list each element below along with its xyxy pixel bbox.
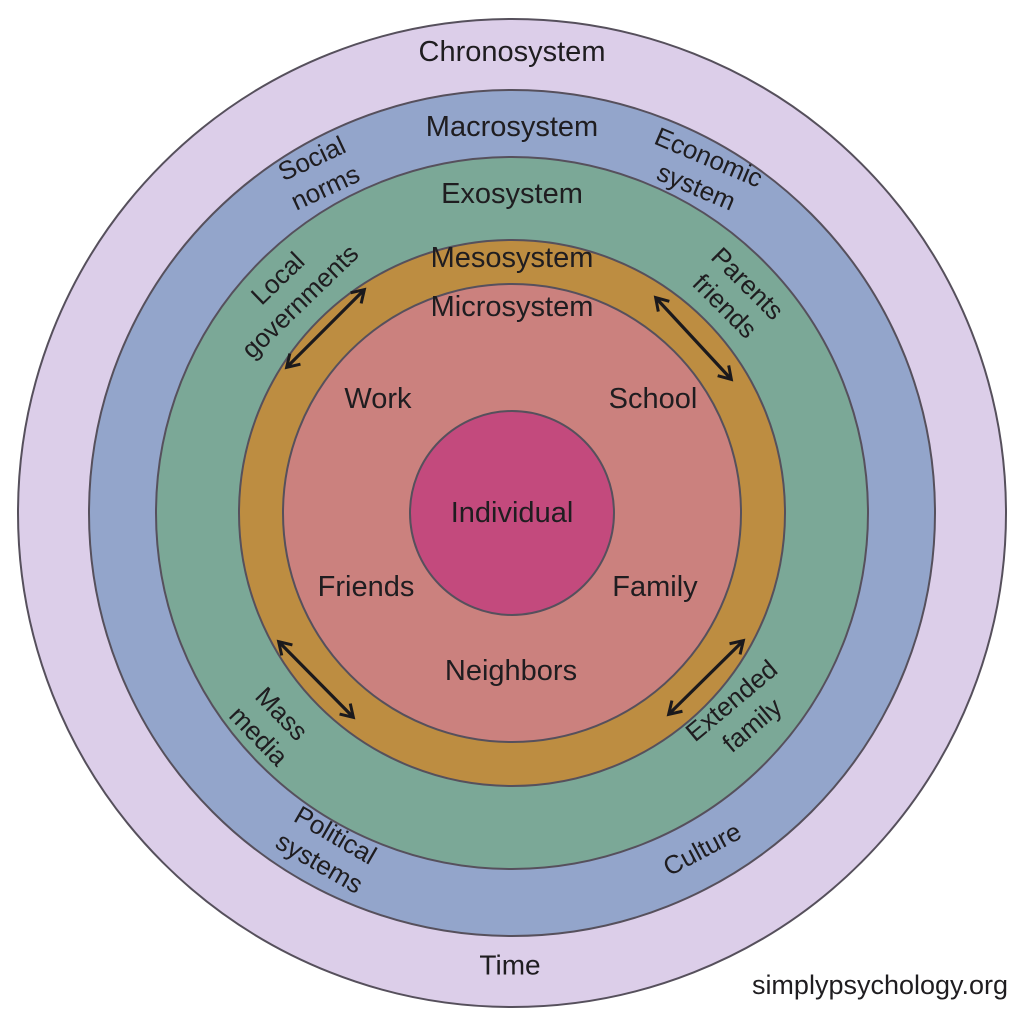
- annotation-time: Time: [479, 950, 540, 981]
- watermark: simplypsychology.org: [752, 970, 1008, 1000]
- exosystem-label: Exosystem: [441, 178, 583, 210]
- neighbors-label: Neighbors: [445, 655, 577, 687]
- individual-circle: [409, 410, 615, 616]
- microsystem-label: Microsystem: [431, 291, 594, 323]
- time-label: Time: [479, 950, 540, 981]
- mesosystem-label: Mesosystem: [431, 242, 594, 274]
- chronosystem-label: Chronosystem: [419, 36, 606, 68]
- family-label: Family: [612, 571, 698, 603]
- mesosystem-arrow-upper-left-icon: [284, 287, 367, 370]
- friends-label: Friends: [318, 571, 415, 603]
- mesosystem-arrow-lower-right-icon: [666, 638, 746, 717]
- individual-label: Individual: [451, 497, 574, 529]
- work-label: Work: [344, 383, 412, 415]
- macrosystem-label: Macrosystem: [426, 111, 598, 143]
- mesosystem-arrow-lower-left-icon: [276, 639, 356, 720]
- mesosystem-arrow-upper-right-icon: [653, 295, 734, 382]
- school-label: School: [609, 383, 698, 415]
